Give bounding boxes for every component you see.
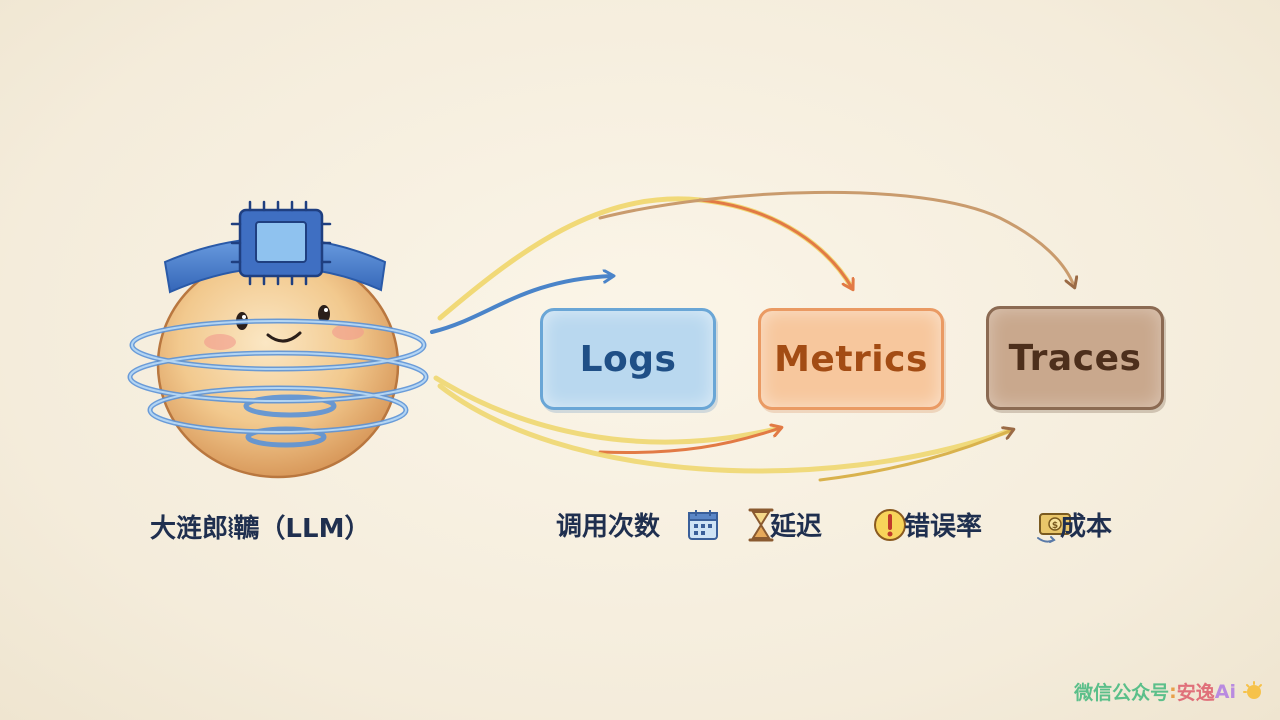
watermark: 微信公众号 : 安逸 Ai [1074,678,1260,705]
arrow-to-logs [430,276,612,334]
chip-icon [230,200,332,286]
traces-box: Traces [986,306,1164,410]
metric-latency-label: 延迟 [770,512,823,542]
arrow-low-traces [437,383,1015,474]
metric-calls-label: 调用次数 [556,512,661,542]
traces-label: Traces [1008,337,1142,379]
logs-box: Logs [540,308,716,410]
watermark-separator: : [1169,680,1177,703]
metric-cost: 成本 [1012,506,1112,543]
calendar-icon [688,510,718,540]
metrics-label: Metrics [774,338,928,380]
metric-latency: 延迟 [730,506,822,543]
hourglass-icon [748,508,774,542]
metrics-box: Metrics [758,308,944,410]
hourglass-icon-slot [736,508,764,542]
metric-cost-label: 成本 [1060,512,1113,542]
sun-logo-icon [1243,681,1262,699]
arrow-to-traces [598,190,1074,286]
warning-icon [874,509,906,541]
arrow-to-metrics [437,196,855,321]
money-icon-slot [1018,508,1054,542]
llm-label: 大涟郎⦚韀（LLM） [150,514,371,544]
watermark-name: 安逸 [1176,682,1215,704]
warning-icon-slot [862,508,898,542]
money-icon: $ [1037,513,1071,543]
llm-mascot [127,200,429,479]
metric-error-rate-label: 错误率 [904,512,983,542]
watermark-platform: 微信公众号 [1074,682,1170,704]
arrow-low-metrics [433,375,783,445]
metric-calls: 调用次数 [556,506,706,543]
calendar-icon-slot [666,508,700,542]
metrics-row: 调用次数 延迟 错误率 成本 [556,506,1112,543]
flow-arrows [430,190,1074,482]
watermark-ai: Ai [1214,680,1236,703]
metric-error-rate: 错误率 [856,506,982,543]
logs-label: Logs [579,338,677,380]
svg-text:$: $ [1052,521,1058,531]
